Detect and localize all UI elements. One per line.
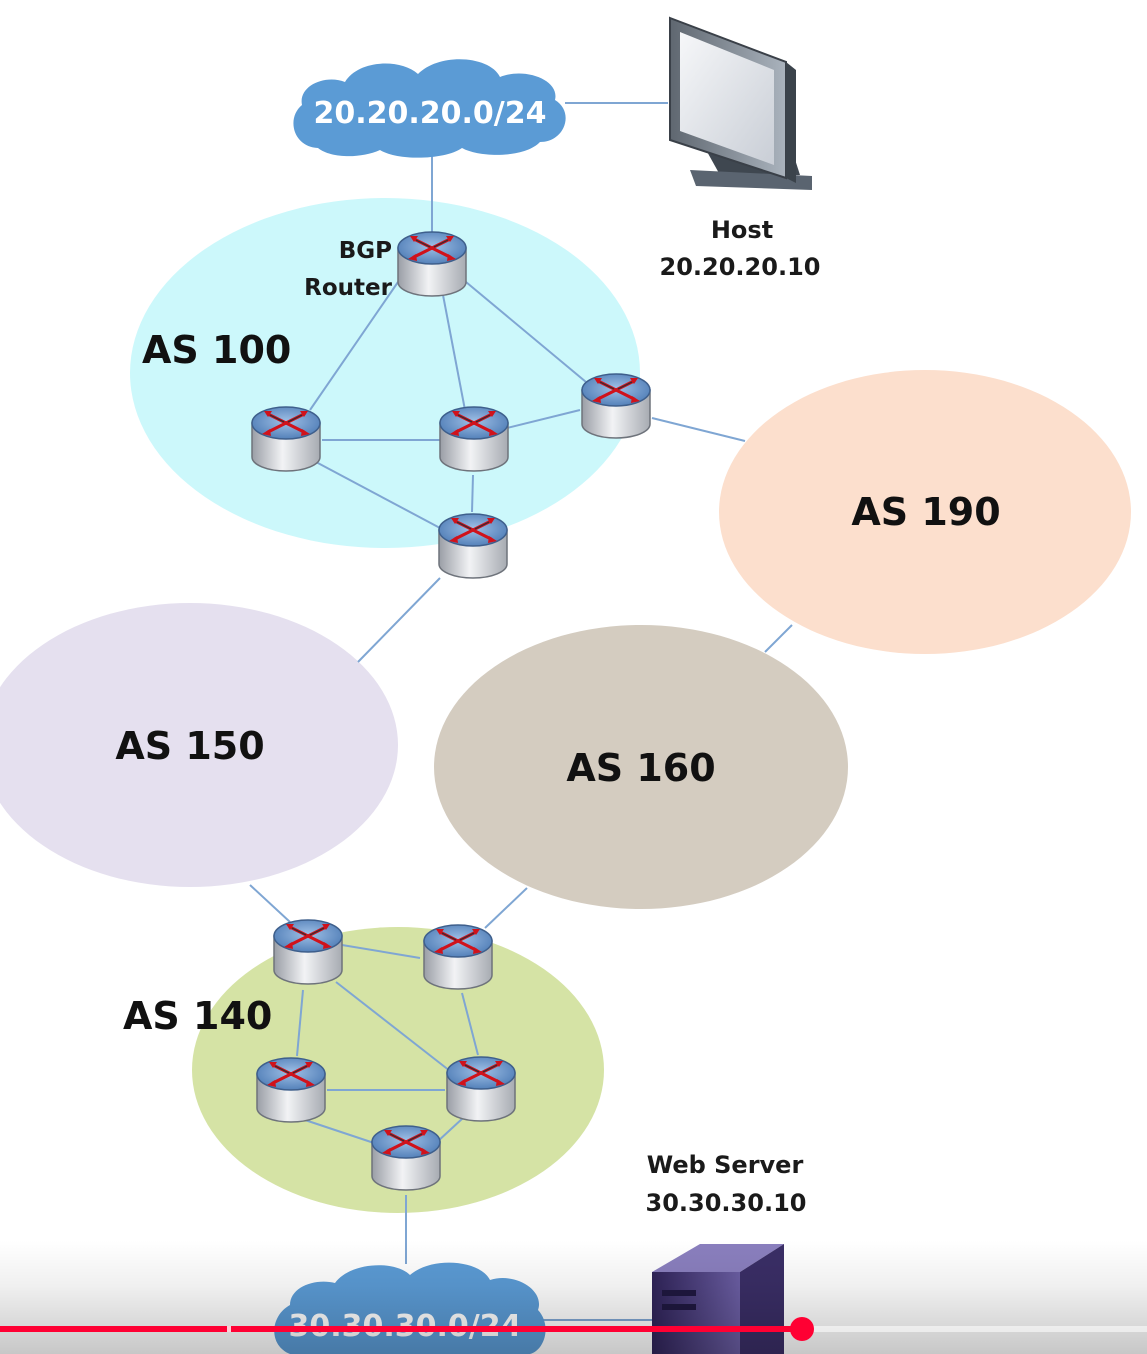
router-icon-as100-center [438,405,510,473]
link-left-bottom [315,461,441,529]
video-progress-bar[interactable] [0,1317,1147,1341]
web-server-icon [652,1244,784,1354]
cloud-top-label: 20.20.20.0/24 [313,96,546,131]
router-icon-as140-mid-left [255,1056,327,1124]
as150-region [0,603,398,887]
bgp-router-label-line2: Router [304,275,392,301]
as160-region [434,625,848,909]
web-server-title: Web Server [647,1151,804,1179]
router-icon-as100-right [580,372,652,440]
as100-label: AS 100 [142,328,291,372]
as140-label: AS 140 [123,994,272,1038]
links [249,102,793,1321]
link-r140-ml-bot [304,1119,375,1144]
link-center-bottom [471,474,474,513]
bgp-router-label-line1: BGP [339,238,392,264]
router-icon-as100-left [250,405,322,473]
router-icon-as140-top-left [272,918,344,986]
as140-region [192,927,604,1213]
router-icon-as140-mid-right [445,1055,517,1123]
link-as150-as140 [249,884,291,923]
link-bgp-r-center [442,294,466,411]
link-bgp-r-left [309,281,399,411]
router-icon-as140-bottom [370,1124,442,1192]
cloud-bottom: 30.30.30.0/24 [274,1262,546,1354]
link-as160-as140 [484,887,528,929]
video-progress-played [0,1326,802,1332]
as150-label: AS 150 [115,724,264,768]
link-bottom-as150 [357,577,441,663]
host-title: Host [711,216,773,244]
as160-label: AS 160 [566,746,715,790]
router-icon-as140-top-right [422,923,494,991]
web-server-ip: 30.30.30.10 [646,1189,807,1217]
link-bgp-r-right [465,281,587,383]
link-r140-mr-bot [436,1117,464,1143]
host-ip: 20.20.20.10 [660,253,821,281]
router-icon-as100-bottom [437,512,509,580]
link-center-right [506,409,581,429]
video-chapter-marker [227,1326,231,1332]
as190-region [719,370,1131,654]
link-as190-as160 [764,624,793,653]
link-right-as190 [651,417,746,442]
as190-label: AS 190 [851,490,1000,534]
router-icon-bgp [396,230,468,298]
cloud-top-shape [293,59,566,158]
link-r140-tl-mr [335,981,451,1072]
host-computer-icon [669,16,812,190]
link-r140-tl-tr [341,944,421,959]
link-r140-tl-ml [296,989,304,1057]
cloud-top: 20.20.20.0/24 [293,59,566,158]
link-r140-tr-mr [461,992,479,1056]
video-scrubber-handle[interactable] [790,1317,814,1341]
